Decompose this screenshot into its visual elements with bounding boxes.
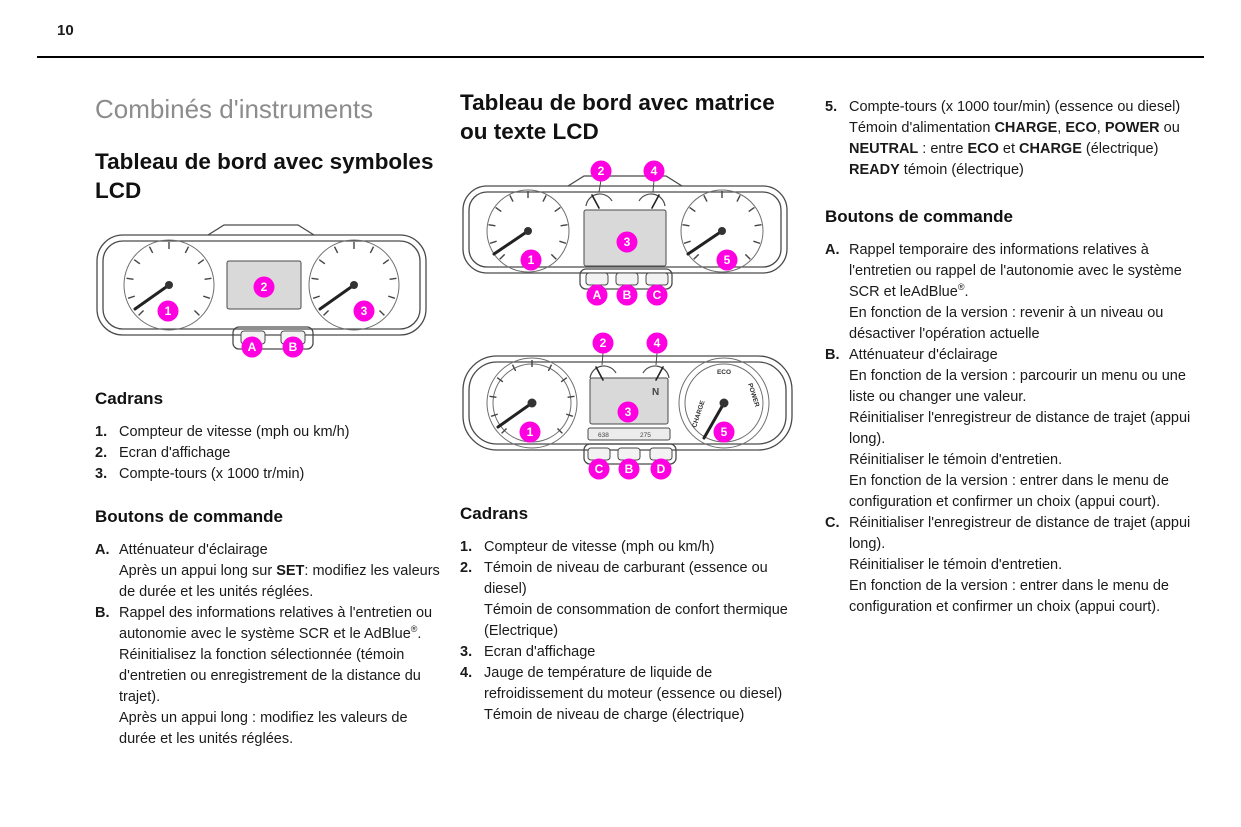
svg-text:3: 3 [624, 235, 631, 249]
svg-text:5: 5 [724, 253, 731, 267]
middle-column: Tableau de bord avec matrice ou texte LC… [460, 88, 793, 726]
svg-text:1: 1 [527, 425, 534, 439]
figure-cluster-matrix-bottom: ECO CHARGE POWER N 638 275 [462, 332, 793, 480]
temperature-gauge [642, 352, 670, 381]
fuel-gauge [585, 179, 613, 209]
list-item-label: 2. [95, 445, 108, 461]
list-item-A: A. Atténuateur d'éclairage Après un appu… [95, 542, 440, 600]
svg-text:B: B [289, 340, 298, 354]
svg-text:ECO: ECO [717, 369, 731, 376]
callout-3: 3 [353, 300, 375, 322]
callout-1: 1 [519, 421, 541, 443]
odometer-right: 275 [640, 432, 651, 439]
list-item-1: 1. Compteur de vitesse (mph ou km/h) [460, 539, 715, 555]
list-item-3: 3. Ecran d'affichage [460, 644, 596, 660]
right-column: 5. Compte-tours (x 1000 tour/min) (essen… [825, 97, 1207, 618]
svg-text:1: 1 [165, 304, 172, 318]
svg-text:2: 2 [600, 336, 607, 350]
list-item-B: B. Atténuateur d'éclairage En fonction d… [825, 347, 1191, 510]
svg-text:C: C [595, 462, 604, 476]
callout-A: A [586, 284, 608, 306]
callout-4: 4 [643, 160, 665, 182]
boutons-heading: Boutons de commande [95, 507, 283, 526]
callout-3: 3 [617, 401, 639, 423]
svg-text:3: 3 [625, 405, 632, 419]
callout-2: 2 [592, 332, 614, 354]
callout-3: 3 [616, 231, 638, 253]
odometer-left: 638 [598, 432, 609, 439]
list-item-C: C. Réinitialiser l'enregistreur de dista… [825, 515, 1191, 615]
svg-text:POWER: POWER [746, 382, 760, 408]
list-item-B: B. Rappel des informations relatives à l… [95, 605, 433, 747]
list-item: 3. Compte-tours (x 1000 tr/min) [95, 464, 440, 485]
svg-text:CHARGE: CHARGE [691, 399, 707, 429]
list-item-text: Ecran d'affichage [119, 445, 231, 461]
list-item-4: 4. Jauge de température de liquide de re… [460, 665, 783, 723]
list-item-label: 1. [95, 424, 108, 440]
svg-text:4: 4 [651, 164, 658, 178]
section-heading-symbols-lcd: Tableau de bord avec symboles LCD [95, 149, 434, 203]
control-buttons [587, 447, 673, 461]
list-item-text: Compteur de vitesse (mph ou km/h) [119, 424, 350, 440]
figure-cluster-matrix-top: 1 2 3 4 5 A B C [462, 160, 788, 306]
section-heading-matrix-lcd: Tableau de bord avec matrice ou texte LC… [460, 90, 775, 144]
list-item-label: 3. [95, 466, 108, 482]
page-number: 10 [57, 22, 74, 39]
gear-indicator: N [652, 387, 659, 398]
lcd-display [589, 377, 669, 425]
callout-B: B [282, 336, 304, 358]
callout-1: 1 [157, 300, 179, 322]
svg-text:3: 3 [361, 304, 368, 318]
list-item-A: A. Rappel temporaire des informations re… [825, 242, 1182, 342]
callout-2: 2 [590, 160, 612, 182]
chapter-title: Combinés d'instruments [95, 94, 374, 124]
callout-C: C [646, 284, 668, 306]
callout-C: C [588, 458, 610, 480]
callout-1: 1 [520, 249, 542, 271]
list-item-2: 2. Témoin de niveau de carburant (essenc… [460, 560, 788, 639]
cadrans-heading: Cadrans [95, 389, 164, 408]
callout-D: D [650, 458, 672, 480]
svg-text:2: 2 [261, 280, 268, 294]
power-mode-line: Témoin d'alimentation CHARGE, ECO, POWER… [849, 120, 1180, 157]
cadrans-heading: Cadrans [460, 504, 529, 523]
svg-text:4: 4 [654, 336, 661, 350]
callout-5: 5 [716, 249, 738, 271]
list-item: 1. Compteur de vitesse (mph ou km/h) [95, 422, 440, 443]
callout-5: 5 [713, 421, 735, 443]
control-buttons [585, 272, 669, 286]
temperature-gauge [638, 179, 666, 209]
tachometer-gauge [308, 239, 400, 331]
header-rule [37, 56, 1204, 58]
svg-text:B: B [623, 288, 632, 302]
callout-2: 2 [253, 276, 275, 298]
svg-text:A: A [248, 340, 257, 354]
boutons-heading: Boutons de commande [825, 207, 1013, 226]
tachometer-gauge [680, 189, 764, 273]
list-item-5: 5. Compte-tours (x 1000 tour/min) (essen… [825, 99, 1181, 178]
svg-text:A: A [593, 288, 602, 302]
callout-A: A [241, 336, 263, 358]
list-item-text: Compte-tours (x 1000 tr/min) [119, 466, 305, 482]
svg-text:5: 5 [721, 425, 728, 439]
svg-text:D: D [657, 462, 666, 476]
figure-cluster-symbols-lcd: 1 2 3 A B [96, 224, 427, 358]
speedometer-gauge [486, 189, 570, 273]
callout-B: B [616, 284, 638, 306]
callout-B: B [618, 458, 640, 480]
svg-text:2: 2 [598, 164, 605, 178]
svg-text:C: C [653, 288, 662, 302]
svg-text:1: 1 [528, 253, 535, 267]
fuel-gauge [589, 352, 617, 381]
callout-4: 4 [646, 332, 668, 354]
speedometer-gauge [123, 239, 215, 331]
svg-text:B: B [625, 462, 634, 476]
left-column: Combinés d'instruments Tableau de bord a… [95, 94, 440, 750]
odometer-bar [587, 427, 671, 441]
list-item: 2. Ecran d'affichage [95, 443, 440, 464]
